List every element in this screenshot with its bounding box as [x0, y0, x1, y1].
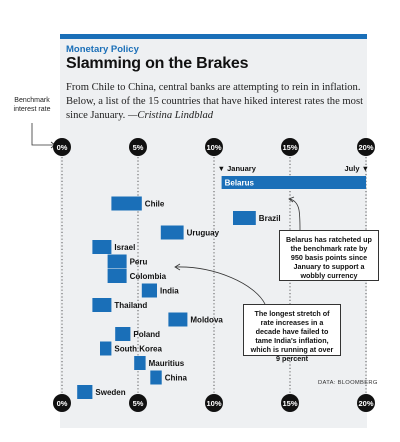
tick-label-bottom: 10% — [206, 399, 221, 408]
tick-label-top: 5% — [133, 143, 144, 152]
bar — [150, 370, 162, 385]
tick-label-top: 10% — [206, 143, 221, 152]
tick-marker — [281, 394, 299, 412]
source-note: DATA: BLOOMBERG — [318, 380, 378, 386]
bar — [233, 211, 256, 225]
callout-india: The longest stretch of rate increases in… — [243, 304, 341, 363]
tick-marker — [129, 138, 147, 156]
tick-marker — [53, 138, 71, 156]
tick-marker — [53, 394, 71, 412]
bar — [107, 269, 127, 283]
bar — [160, 225, 184, 240]
tick-label-top: 20% — [358, 143, 373, 152]
country-label: China — [165, 374, 188, 383]
country-label: Peru — [130, 258, 148, 267]
country-label: Colombia — [130, 272, 167, 281]
tick-label-bottom: 15% — [282, 399, 297, 408]
accent-bar — [60, 34, 367, 39]
country-label: Thailand — [114, 301, 147, 310]
bar — [115, 327, 131, 341]
country-label: Brazil — [259, 214, 281, 223]
july-marker: July ▼ — [344, 164, 369, 173]
bar — [92, 298, 112, 312]
bar — [92, 240, 112, 254]
bar — [77, 385, 93, 399]
tick-label-bottom: 20% — [358, 399, 373, 408]
dek-text: From Chile to China, central banks are a… — [66, 82, 364, 121]
bar — [107, 254, 127, 269]
tick-marker — [357, 138, 375, 156]
country-label: Poland — [133, 330, 160, 339]
tick-label-bottom: 5% — [133, 399, 144, 408]
headline: Slamming on the Brakes — [66, 55, 249, 72]
bar — [134, 356, 146, 370]
dek: From Chile to China, central banks are a… — [66, 81, 364, 123]
country-label: India — [160, 287, 179, 296]
january-marker: ▼ January — [218, 164, 257, 173]
tick-marker — [205, 138, 223, 156]
country-label: Israel — [114, 243, 135, 252]
axis-title: Benchmark interest rate — [13, 97, 51, 113]
tick-label-bottom: 0% — [57, 399, 68, 408]
country-label: Chile — [145, 200, 165, 209]
country-label: Sweden — [95, 388, 125, 397]
country-label: Mauritius — [149, 359, 185, 368]
tick-marker — [281, 138, 299, 156]
tick-label-top: 0% — [57, 143, 68, 152]
callout-belarus: Belarus has ratcheted up the benchmark r… — [279, 230, 379, 281]
country-label: Belarus — [225, 179, 255, 188]
byline: —Cristina Lindblad — [127, 110, 214, 121]
country-label: South Korea — [114, 345, 162, 354]
bar — [168, 312, 188, 327]
tick-marker — [205, 394, 223, 412]
tick-marker — [129, 394, 147, 412]
kicker: Monetary Policy — [66, 44, 139, 55]
bar — [100, 341, 112, 356]
country-label: Moldova — [190, 316, 223, 325]
country-label: Uruguay — [187, 229, 220, 238]
bar — [141, 283, 157, 298]
tick-label-top: 15% — [282, 143, 297, 152]
bar — [111, 196, 142, 211]
bar — [221, 176, 366, 189]
tick-marker — [357, 394, 375, 412]
